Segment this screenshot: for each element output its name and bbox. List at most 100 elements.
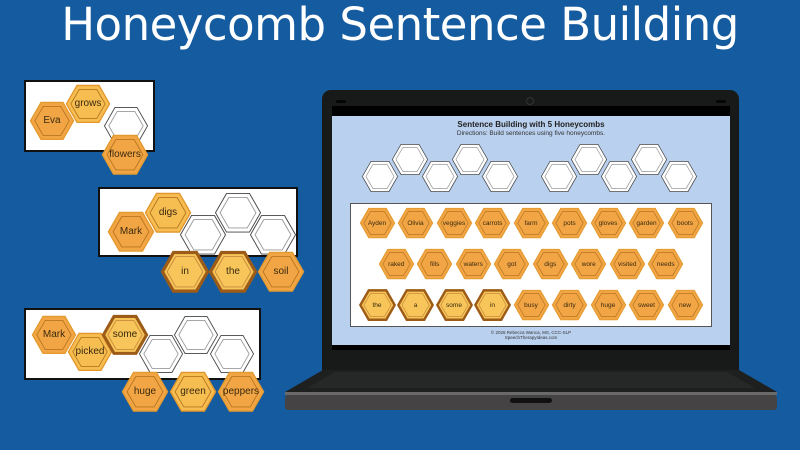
hex-placed-word[interactable]: Eva	[29, 101, 75, 141]
screen-bottom-bezel	[332, 345, 730, 350]
hex-word-tile[interactable]: fills	[416, 248, 453, 280]
hex-word-label: peppers	[222, 386, 260, 398]
hex-word-tile[interactable]: boots	[667, 207, 703, 239]
speaker-slot-left	[336, 100, 346, 103]
hex-word-tile[interactable]: got	[493, 248, 530, 280]
hex-empty-slot[interactable]	[630, 144, 668, 175]
hex-word-label: carrots	[482, 219, 503, 227]
slide-directions: Directions: Build sentences using five h…	[456, 130, 606, 137]
copyright-text: © 2026 Rebecca Wanca, MS, CCC-SLP	[490, 330, 572, 335]
hex-word-label: dirty	[563, 301, 576, 309]
hex-empty-slot[interactable]	[179, 215, 227, 255]
hex-word-tile[interactable]: farm	[513, 207, 549, 239]
hex-word-label: a	[413, 301, 418, 309]
hex-word-label: got	[507, 260, 517, 268]
hex-word-tile[interactable]: gloves	[590, 207, 626, 239]
hex-word-label: wore	[581, 260, 596, 268]
hex-empty-slot[interactable]	[209, 335, 255, 373]
hex-placed-word[interactable]: Mark	[31, 315, 77, 355]
hex-word-tile[interactable]: the	[208, 250, 258, 293]
hex-word-tile[interactable]: Olivia	[397, 207, 434, 239]
hex-word-label: some	[112, 329, 138, 341]
hex-word-label: Olivia	[407, 219, 424, 227]
hex-word-tile[interactable]: needs	[647, 248, 684, 280]
hex-word-label: boots	[677, 219, 693, 227]
hex-word-label: flowers	[109, 149, 141, 161]
hex-placed-word[interactable]: some	[101, 314, 149, 355]
laptop-trackpad-notch	[510, 398, 552, 403]
hex-word-label: green	[180, 386, 206, 398]
hex-word-tile[interactable]: busy	[513, 289, 549, 321]
hex-word-label: Eva	[43, 115, 61, 127]
webcam-icon	[526, 97, 534, 105]
hex-word-tile[interactable]: new	[667, 289, 703, 321]
hex-word-tile[interactable]: green	[169, 371, 217, 412]
hex-empty-slot[interactable]	[570, 144, 608, 175]
hex-word-tile[interactable]: raked	[378, 248, 415, 280]
hex-word-tile[interactable]: huge	[121, 371, 169, 412]
hex-word-label: fills	[430, 260, 440, 268]
hex-word-label: some	[446, 301, 462, 309]
hex-word-label: Mark	[119, 226, 143, 238]
hex-word-label: busy	[524, 301, 538, 309]
hex-word-tile[interactable]: pots	[551, 207, 588, 239]
hex-word-tile[interactable]: flowers	[101, 134, 149, 175]
speaker-slot-right	[716, 100, 726, 103]
hex-empty-slot[interactable]	[481, 161, 519, 192]
hex-empty-slot[interactable]	[173, 316, 219, 354]
hex-word-tile[interactable]: soil	[257, 251, 305, 292]
hex-word-label: new	[679, 301, 691, 309]
hex-word-tile[interactable]: some	[435, 289, 473, 321]
hex-placed-word[interactable]: Mark	[107, 211, 155, 252]
hex-word-tile[interactable]: peppers	[217, 371, 265, 412]
hex-empty-slot[interactable]	[660, 161, 698, 192]
hex-empty-slot[interactable]	[361, 161, 399, 192]
hex-placed-word[interactable]: grows	[65, 84, 111, 124]
hex-empty-slot[interactable]	[421, 161, 459, 192]
hex-word-tile[interactable]: Ayden	[359, 207, 395, 239]
hex-word-label: huge	[600, 301, 616, 309]
hex-word-tile[interactable]: digs	[532, 248, 569, 280]
hex-word-label: digs	[544, 260, 557, 268]
hex-empty-slot[interactable]	[391, 144, 429, 175]
hex-word-tile[interactable]: in	[160, 250, 210, 293]
hex-empty-slot[interactable]	[138, 335, 184, 373]
hex-word-label: in	[489, 301, 496, 309]
hex-word-tile[interactable]: wore	[570, 248, 607, 280]
hex-word-tile[interactable]: visited	[609, 248, 646, 280]
website-text: SpeechTherapyIdeas.com	[504, 335, 558, 340]
hex-word-tile[interactable]: huge	[590, 289, 626, 321]
hex-word-label: raked	[388, 260, 405, 268]
hex-word-label: the	[226, 266, 240, 278]
hex-empty-slot[interactable]	[451, 144, 489, 175]
hex-word-tile[interactable]: a	[396, 289, 435, 321]
page-title: Honeycomb Sentence Building	[61, 0, 739, 51]
slide-credits: © 2026 Rebecca Wanca, MS, CCC-SLP Speech…	[332, 330, 730, 340]
hex-word-label: the	[372, 301, 382, 309]
hex-empty-slot[interactable]	[214, 193, 262, 233]
hex-word-label: garden	[636, 219, 657, 227]
hex-empty-slot[interactable]	[249, 215, 297, 255]
laptop-base	[285, 370, 777, 410]
hex-word-tile[interactable]: in	[473, 289, 512, 321]
hex-word-tile[interactable]: garden	[628, 207, 665, 239]
hex-word-label: pots	[563, 219, 576, 227]
hex-word-label: Ayden	[367, 219, 387, 227]
hex-empty-slot[interactable]	[600, 161, 638, 192]
hex-placed-word[interactable]: digs	[144, 192, 192, 233]
hex-word-tile[interactable]: dirty	[551, 289, 588, 321]
hex-word-tile[interactable]: waters	[455, 248, 492, 280]
hex-word-tile[interactable]: the	[358, 289, 396, 321]
word-bank-panel: Ayden Olivia veggies carrots farm pots gloves g…	[350, 203, 712, 327]
hex-word-label: grows	[74, 98, 102, 110]
hex-word-label: Mark	[42, 329, 66, 341]
hex-word-tile[interactable]: sweet	[628, 289, 665, 321]
hex-word-label: visited	[618, 260, 637, 268]
hex-word-tile[interactable]: veggies	[436, 207, 472, 239]
hex-word-tile[interactable]: carrots	[474, 207, 511, 239]
hex-empty-slot[interactable]	[540, 161, 578, 192]
laptop-screen: Sentence Building with 5 Honeycombs Dire…	[332, 116, 730, 345]
hex-placed-word[interactable]: picked	[67, 332, 113, 372]
hex-word-label: soil	[273, 266, 289, 278]
hex-word-label: picked	[75, 346, 105, 358]
